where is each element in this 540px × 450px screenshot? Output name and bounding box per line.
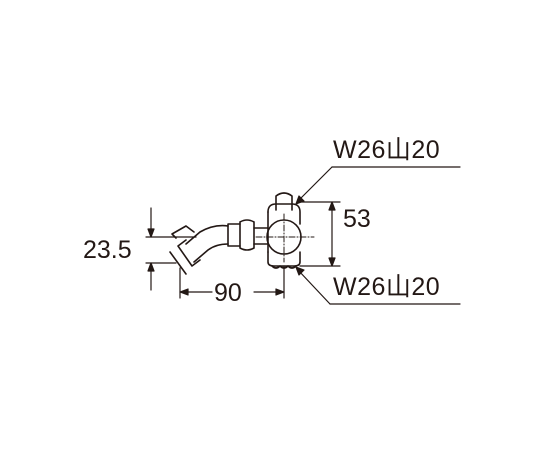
- spout-neck: [253, 227, 269, 245]
- leader-bottom-diagonal: [297, 269, 331, 305]
- dimension-offset: [145, 207, 197, 291]
- leader-top-diagonal: [297, 166, 333, 202]
- arrow-right-90: [275, 288, 285, 296]
- arrow-up-23-5: [147, 262, 155, 272]
- arrow-left-90: [179, 288, 189, 296]
- leader-lines: [295, 166, 461, 305]
- top-connection-spec-label: W26山20: [333, 136, 441, 164]
- center-lines: [255, 213, 315, 263]
- faucet-body: [169, 192, 302, 275]
- offset-dimension-label: 23.5: [83, 236, 132, 264]
- handle-stem: [275, 192, 293, 211]
- spout-joint: [239, 219, 255, 251]
- spout-tube: [185, 224, 229, 263]
- arrow-up-53: [328, 201, 336, 211]
- leader-bottom-arrow: [295, 266, 305, 276]
- arrow-down-23-5: [147, 228, 155, 238]
- hose-fitting: [171, 225, 195, 239]
- bottom-connection-spec-label: W26山20: [333, 273, 441, 301]
- height-dimension-label: 53: [343, 205, 371, 233]
- valve-upper-shoulder: [267, 203, 301, 225]
- leader-top-arrow: [295, 195, 305, 205]
- length-dimension-label: 90: [214, 279, 242, 307]
- arrow-down-53: [328, 257, 336, 267]
- spout-ring: [227, 223, 241, 247]
- dimension-length: [179, 265, 285, 299]
- spout-outlet: [169, 239, 201, 275]
- dimension-height: [299, 201, 341, 267]
